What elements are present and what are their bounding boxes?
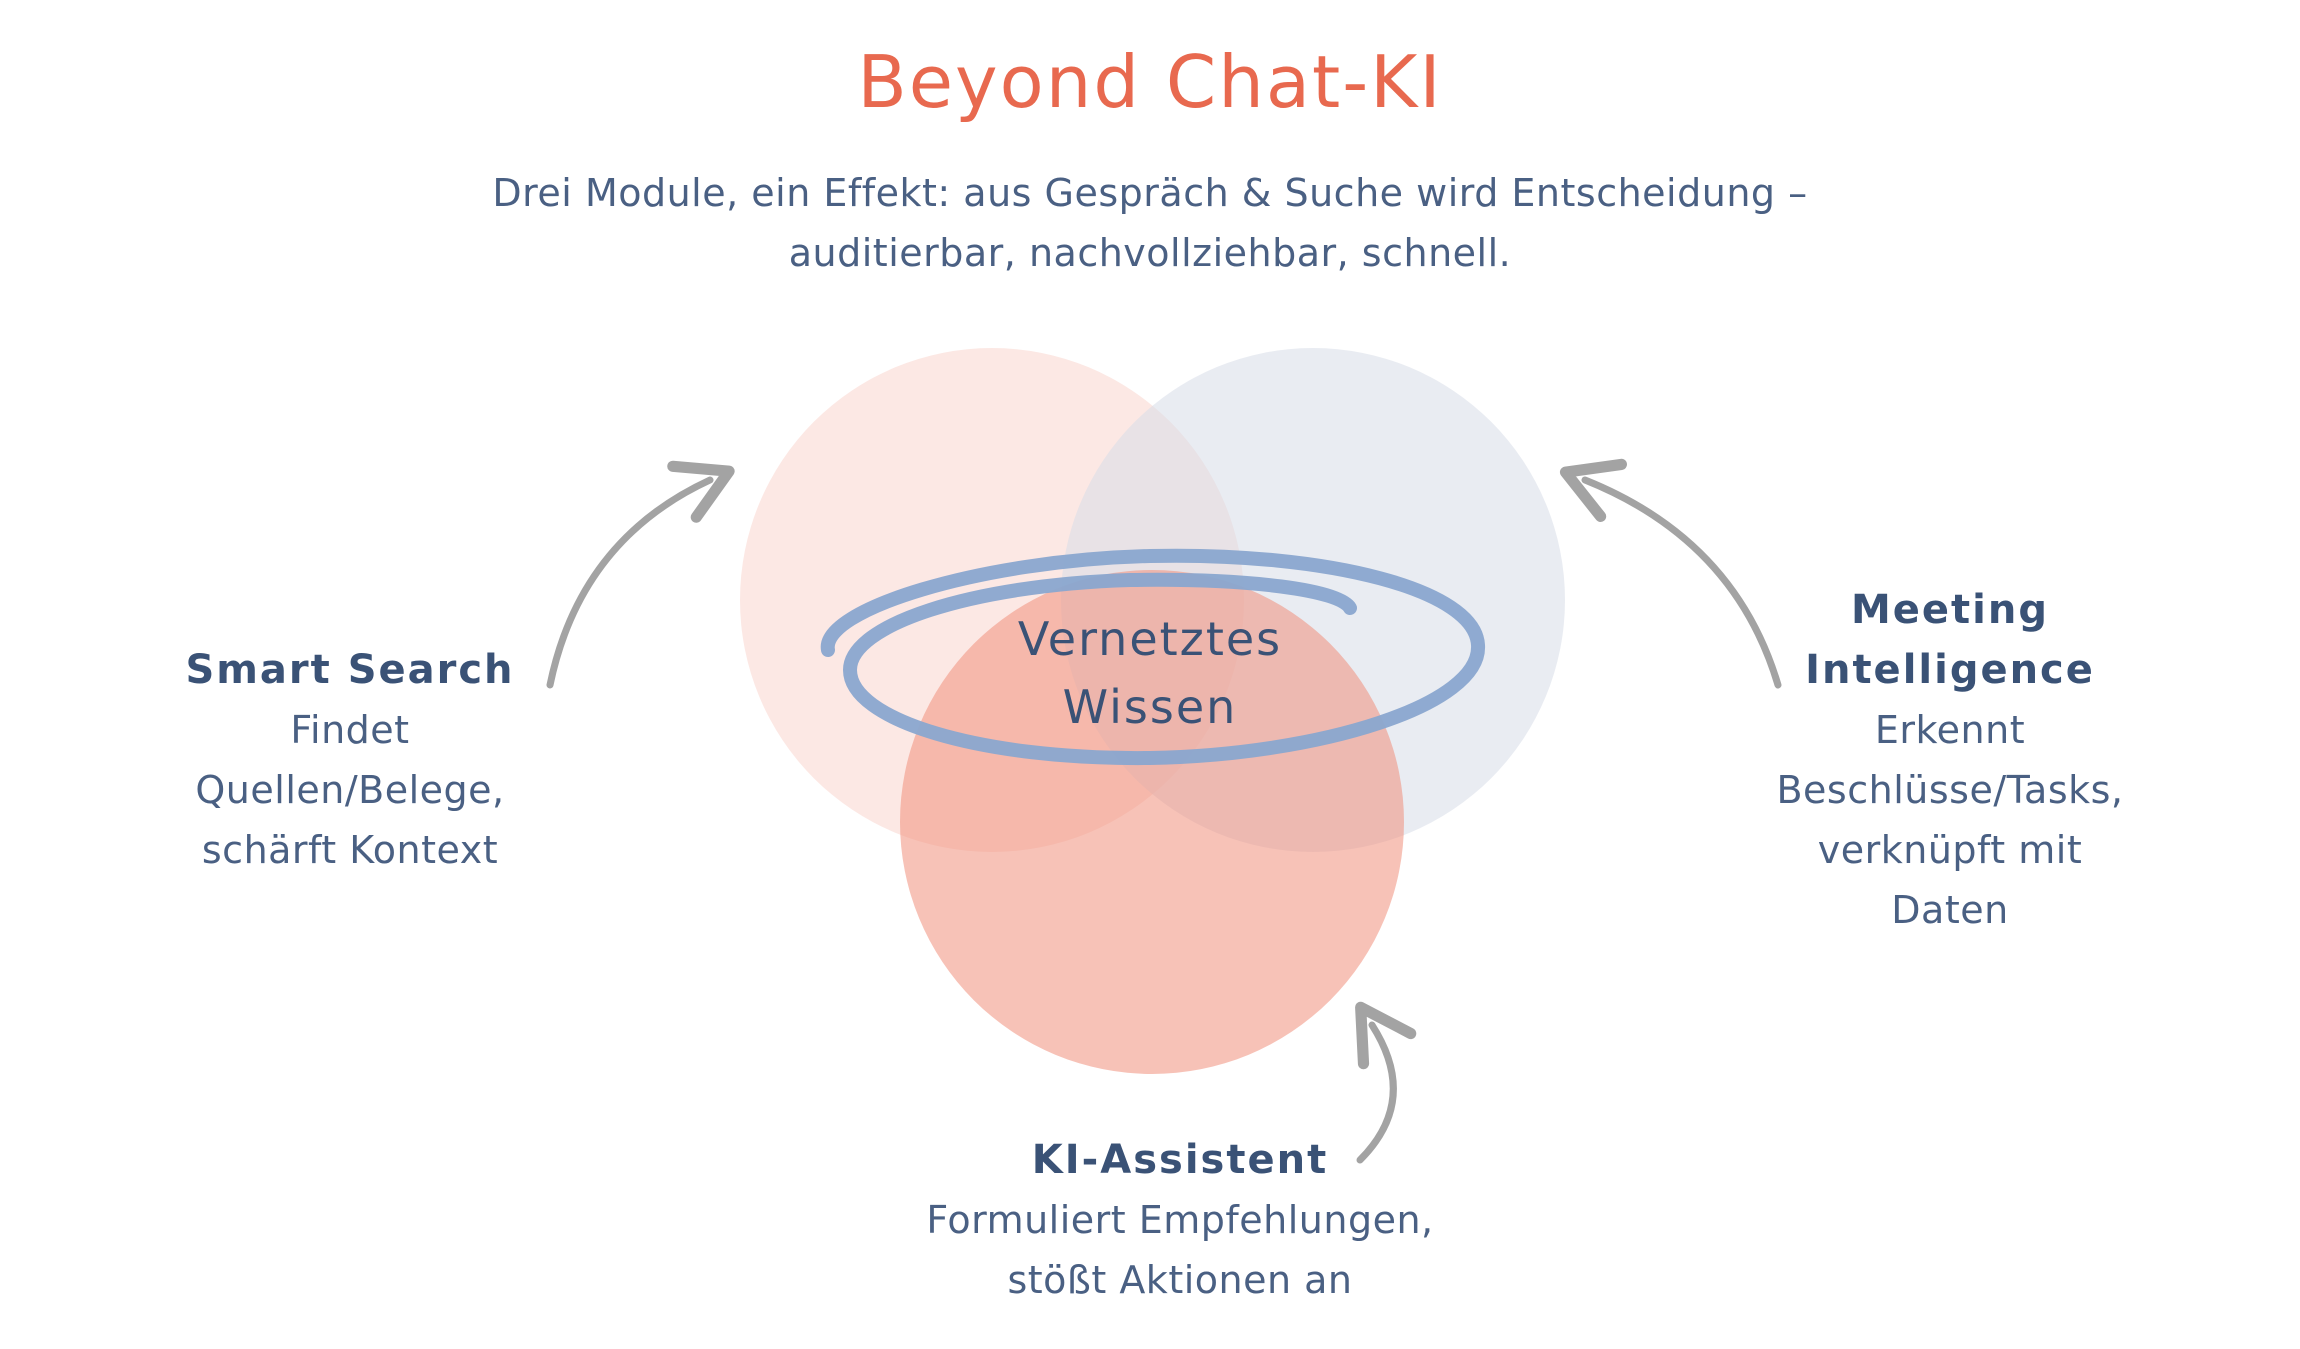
subtitle-line-2: auditierbar, nachvollziehbar, schnell. [788,231,1512,275]
arrow-meeting-intelligence [1559,458,1782,689]
module-smart-search-name: Smart Search [185,647,515,693]
module-smart-search-description: Findet Quellen/Belege, schärft Kontext [195,708,505,872]
module-ki-assistent-name: KI-Assistent [1031,1137,1329,1183]
module-meeting-intelligence: Meeting Intelligence Erkennt Beschlüsse/… [1720,580,2180,940]
module-ki-assistent-description: Formuliert Empfehlungen, stößt Aktionen … [926,1198,1434,1302]
arrow-smart-search [546,460,735,689]
module-meeting-intelligence-name: Meeting Intelligence [1805,587,2095,693]
module-smart-search: Smart Search Findet Quellen/Belege, schä… [130,640,570,880]
spiral-icon [820,548,1485,766]
center-label-vernetztes-wissen: Vernetztes Wissen [1017,612,1283,734]
circle-ki-assistent [900,570,1404,1074]
module-meeting-intelligence-description: Erkennt Beschlüsse/Tasks, verknüpft mit … [1776,708,2124,932]
diagram-title: Beyond Chat-KI [857,40,1443,124]
subtitle-line-1: Drei Module, ein Effekt: aus Gespräch & … [492,171,1808,215]
module-ki-assistent: KI-Assistent Formuliert Empfehlungen, st… [840,1130,1520,1310]
arrow-ki-assistent [1355,1001,1417,1164]
diagram-subtitle: Drei Module, ein Effekt: aus Gespräch & … [0,163,2300,283]
